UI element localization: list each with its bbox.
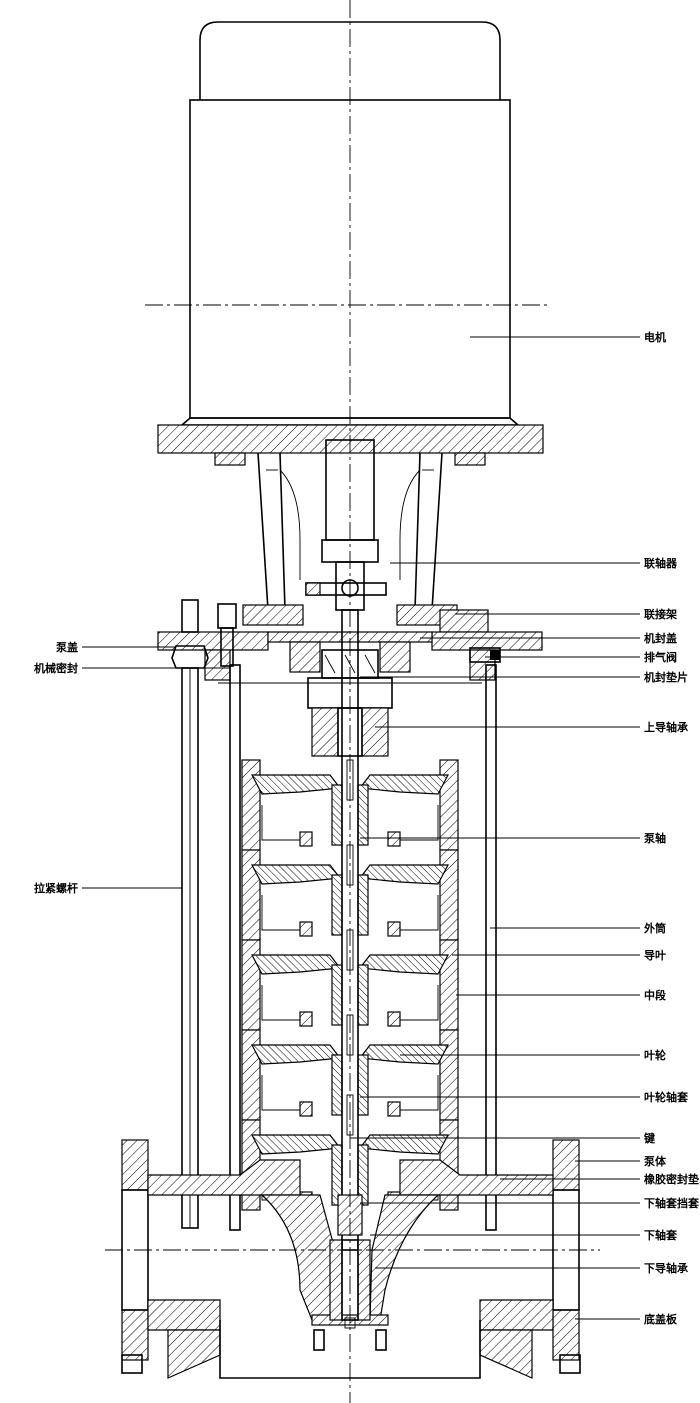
label-key: 键 bbox=[350, 1131, 656, 1145]
pump-body bbox=[121, 1139, 581, 1379]
label-text-mechanical-seal: 机械密封 bbox=[34, 661, 78, 675]
label-text-seal-gasket: 机封垫片 bbox=[644, 670, 688, 684]
labels-right: 电机联轴器联接架机封盖排气阀机封垫片上导轴承泵轴外筒导叶中段叶轮叶轮轴套键泵体橡… bbox=[350, 330, 700, 1326]
label-text-coupling-frame: 联接架 bbox=[644, 607, 677, 621]
pump-stages bbox=[241, 759, 459, 1211]
label-text-key: 键 bbox=[643, 1131, 656, 1145]
label-coupling-frame: 联接架 bbox=[455, 607, 677, 621]
label-mechanical-seal: 机械密封 bbox=[34, 661, 230, 675]
label-rubber-gasket: 橡胶密封垫 bbox=[500, 1172, 699, 1186]
label-lower-guide-bearing: 下导轴承 bbox=[375, 1261, 689, 1275]
label-lower-sleeve-retainer: 下轴套挡套 bbox=[360, 1196, 700, 1210]
label-pump-cover: 泵盖 bbox=[56, 640, 175, 654]
label-vent-valve: 排气阀 bbox=[485, 650, 677, 664]
label-text-tie-rod: 拉紧螺杆 bbox=[34, 881, 78, 895]
label-text-middle-section: 中段 bbox=[644, 988, 666, 1002]
label-impeller-sleeve: 叶轮轴套 bbox=[360, 1090, 689, 1104]
motor-assembly bbox=[145, 21, 550, 466]
label-text-vent-valve: 排气阀 bbox=[644, 650, 677, 664]
label-upper-guide-bearing: 上导轴承 bbox=[375, 720, 689, 734]
label-tie-rod: 拉紧螺杆 bbox=[34, 881, 182, 895]
stage bbox=[241, 1029, 459, 1121]
label-guide-vane: 导叶 bbox=[452, 948, 666, 962]
label-seal-gasket: 机封垫片 bbox=[360, 670, 688, 684]
label-text-impeller-sleeve: 叶轮轴套 bbox=[644, 1090, 689, 1104]
coupling-frame bbox=[242, 452, 489, 633]
label-seal-cover: 机封盖 bbox=[420, 631, 677, 645]
label-text-guide-vane: 导叶 bbox=[644, 948, 666, 962]
label-pump-body: 泵体 bbox=[575, 1154, 667, 1168]
label-bottom-cover: 底盖板 bbox=[575, 1312, 678, 1326]
label-text-outer-cylinder: 外筒 bbox=[643, 921, 666, 935]
label-outer-cylinder: 外筒 bbox=[490, 921, 666, 935]
label-text-rubber-gasket: 橡胶密封垫 bbox=[644, 1172, 699, 1186]
label-text-seal-cover: 机封盖 bbox=[644, 631, 677, 645]
label-coupling: 联轴器 bbox=[390, 556, 678, 570]
stage bbox=[241, 939, 459, 1031]
label-text-impeller: 叶轮 bbox=[644, 1048, 666, 1062]
label-text-lower-sleeve: 下轴套 bbox=[644, 1228, 678, 1242]
label-text-lower-sleeve-retainer: 下轴套挡套 bbox=[644, 1196, 700, 1210]
stage bbox=[241, 759, 459, 851]
label-text-pump-body: 泵体 bbox=[644, 1154, 667, 1168]
label-impeller: 叶轮 bbox=[400, 1048, 666, 1062]
label-lower-sleeve: 下轴套 bbox=[370, 1228, 678, 1242]
tie-rods bbox=[171, 599, 237, 1229]
label-text-lower-guide-bearing: 下导轴承 bbox=[644, 1261, 689, 1275]
label-text-bottom-cover: 底盖板 bbox=[644, 1312, 678, 1326]
label-text-coupling: 联轴器 bbox=[644, 556, 678, 570]
label-text-pump-cover: 泵盖 bbox=[56, 640, 78, 654]
stage bbox=[241, 849, 459, 941]
label-motor: 电机 bbox=[470, 330, 666, 344]
label-text-motor: 电机 bbox=[644, 330, 666, 344]
coupling bbox=[305, 439, 387, 611]
label-text-upper-guide-bearing: 上导轴承 bbox=[644, 720, 689, 734]
label-middle-section: 中段 bbox=[456, 988, 666, 1002]
label-text-pump-shaft: 泵轴 bbox=[644, 831, 666, 845]
label-pump-shaft: 泵轴 bbox=[360, 831, 666, 845]
lower-bearing-assembly bbox=[329, 1194, 371, 1329]
upper-guide-bearing bbox=[311, 707, 389, 757]
